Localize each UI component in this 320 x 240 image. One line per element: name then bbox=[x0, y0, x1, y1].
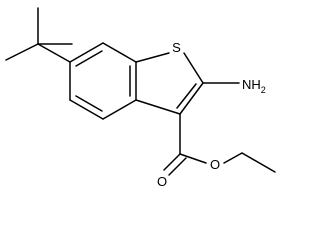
bond-carbonyl-o-double-a bbox=[163, 153, 181, 171]
bond-c6-c7 bbox=[69, 42, 104, 63]
bond-c7a-s bbox=[135, 52, 170, 63]
amine-label: NH bbox=[242, 77, 261, 92]
bond-c3a-c4 bbox=[102, 99, 137, 120]
bond-tbutyl-to-ring bbox=[37, 43, 71, 63]
atom-sulfur: S bbox=[172, 40, 181, 55]
bond-c2-c3-inner bbox=[176, 83, 197, 109]
bond-ch2-ch3 bbox=[241, 152, 276, 173]
bond-o-ch2 bbox=[223, 152, 243, 164]
bond-c4-c5 bbox=[69, 99, 104, 120]
amine-subscript: 2 bbox=[261, 85, 266, 95]
bond-s-c2 bbox=[183, 52, 204, 84]
bond-carbonyl-o-ester bbox=[179, 153, 207, 164]
atom-amine: NH2 bbox=[242, 77, 266, 95]
bond-c3-c3a bbox=[135, 99, 181, 115]
atom-carbonyl-oxygen: O bbox=[157, 174, 167, 189]
bond-c2-c3 bbox=[179, 82, 204, 115]
bond-c7-c7a bbox=[102, 42, 137, 63]
atom-labels: S NH2 O O bbox=[157, 40, 266, 189]
atom-ester-oxygen: O bbox=[210, 157, 220, 172]
bond-network bbox=[5, 7, 276, 176]
bond-c6-c7-inner bbox=[75, 50, 103, 67]
bond-carbonyl-o-double-b bbox=[168, 157, 187, 176]
bond-c4-c5-inner bbox=[75, 95, 103, 112]
bond-tbutyl-methyl-left bbox=[5, 43, 39, 61]
molecule-structure: S NH2 O O bbox=[5, 7, 276, 189]
